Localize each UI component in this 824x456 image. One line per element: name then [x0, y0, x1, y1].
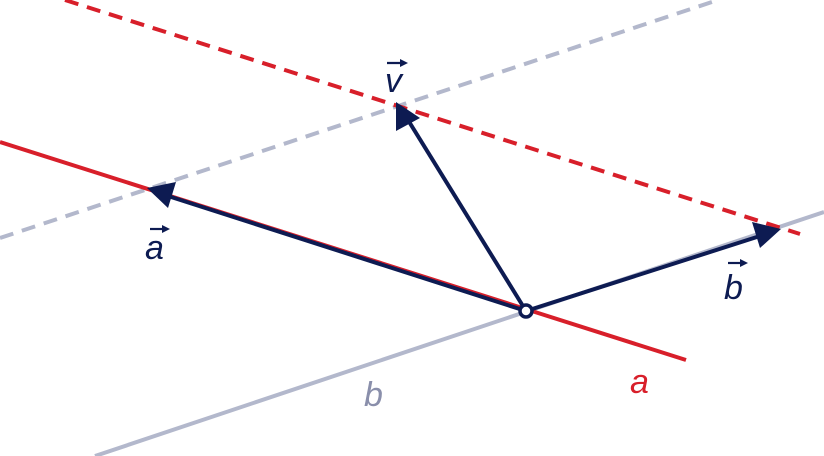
label-vector-b: b [724, 259, 748, 307]
label-vector-v: v [385, 59, 408, 100]
svg-text:v: v [385, 62, 404, 100]
label-vector-a: a [145, 225, 170, 267]
vector-v-arrow [396, 102, 528, 313]
label-line-a: a [630, 363, 649, 401]
origin-point [518, 303, 534, 319]
vector-a-arrow [147, 182, 527, 313]
dashed-line-parallel-to-a [64, 0, 801, 236]
svg-text:b: b [724, 269, 743, 307]
dashed-line-parallel-to-b [0, 0, 719, 240]
vector-b-arrow [525, 222, 781, 313]
svg-text:a: a [145, 229, 164, 267]
label-line-b: b [364, 376, 383, 414]
